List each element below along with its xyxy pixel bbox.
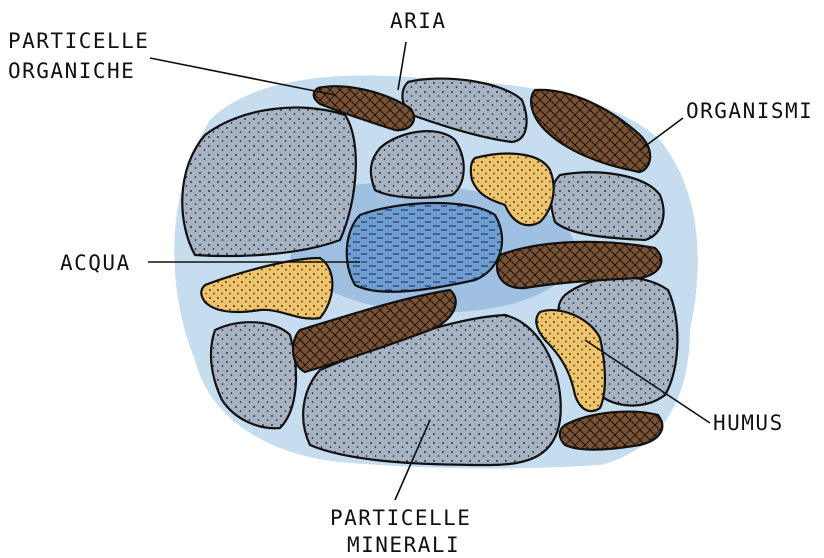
label-particelle-minerali-line2: MINERALI: [347, 532, 460, 558]
label-humus: HUMUS: [713, 410, 784, 436]
label-particelle-minerali-line1: PARTICELLE: [330, 505, 471, 531]
label-organismi: ORGANISMI: [686, 98, 813, 124]
label-acqua: ACQUA: [60, 250, 131, 276]
label-aria: ARIA: [390, 8, 447, 34]
label-particelle-organiche-line2: ORGANICHE: [8, 58, 135, 84]
leader-line-particelle-organiche: [150, 58, 335, 95]
label-particelle-organiche-line1: PARTICELLE: [8, 28, 149, 54]
mineral-particle-dots: [211, 322, 296, 428]
